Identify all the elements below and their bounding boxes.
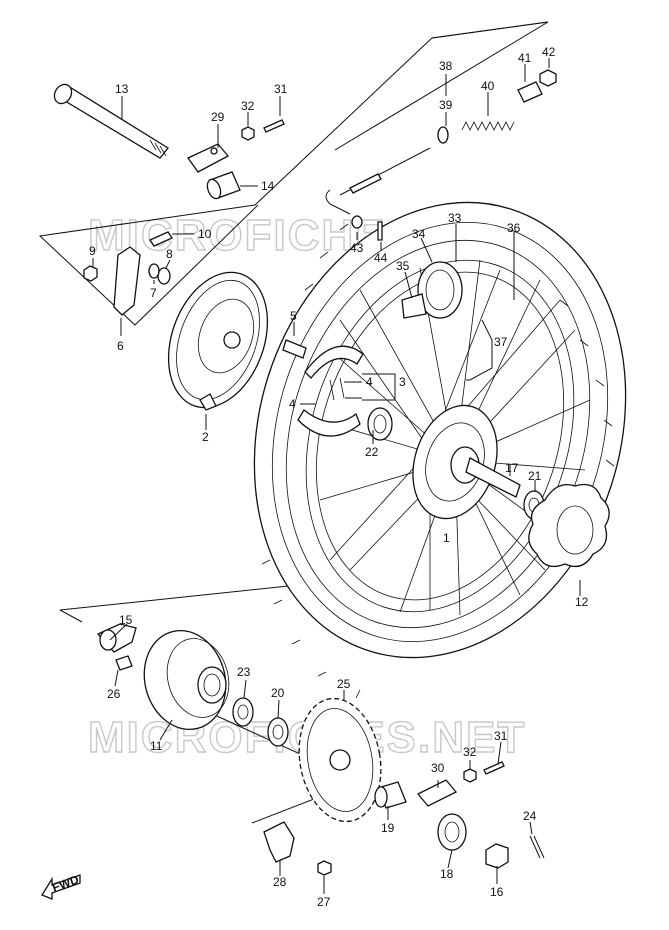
label-34: 34: [412, 227, 426, 241]
bearing-22: [367, 407, 393, 441]
brake-panel-2: [167, 271, 269, 411]
label-36: 36: [507, 221, 521, 235]
bolt-26: [115, 655, 133, 671]
label-24: 24: [523, 809, 537, 823]
sprocket-25: [298, 697, 382, 823]
washer-39: [437, 126, 449, 144]
label-2: 2: [202, 430, 209, 444]
label-32a: 32: [241, 99, 255, 113]
label-8: 8: [166, 247, 173, 261]
brake-rod-assembly: [325, 147, 431, 215]
label-23: 23: [237, 665, 251, 679]
label-31a: 31: [274, 82, 288, 96]
spacer-14: [206, 171, 241, 200]
spring-40: [461, 121, 515, 131]
label-7: 7: [150, 286, 157, 300]
nut-42: [539, 69, 557, 87]
label-4b: 4: [289, 397, 296, 411]
castle-nut-16: [485, 843, 509, 869]
label-4a: 4: [366, 375, 373, 389]
spacer-19: [374, 781, 407, 809]
label-19: 19: [381, 821, 395, 835]
label-13: 13: [115, 82, 129, 96]
bolt-31-bottom: [483, 761, 505, 775]
nut-27: [317, 860, 332, 876]
label-3: 3: [399, 375, 406, 389]
seal-20: [267, 717, 289, 747]
label-41: 41: [518, 51, 532, 65]
label-37: 37: [494, 335, 508, 349]
label-43: 43: [350, 241, 364, 255]
label-21: 21: [528, 469, 542, 483]
cotter-pin-24: [529, 835, 545, 859]
axle-bolt-13: [53, 83, 169, 159]
label-11: 11: [150, 739, 163, 753]
label-5: 5: [290, 309, 297, 323]
part-labels: 1 2 3 4 4 5 6 7 8 9 10 11 12 13 14 15 16…: [89, 45, 589, 909]
label-9: 9: [89, 244, 96, 258]
bearing-23: [232, 697, 254, 727]
washer-8: [157, 267, 171, 285]
sprocket-carrier-11: [143, 629, 230, 731]
label-39: 39: [439, 98, 453, 112]
nut-32-bottom: [463, 768, 477, 783]
label-6: 6: [117, 339, 124, 353]
label-30: 30: [431, 761, 445, 775]
label-44: 44: [374, 251, 388, 265]
tube-34: [417, 261, 463, 319]
label-38: 38: [439, 59, 453, 73]
joint-41: [517, 81, 543, 103]
chain-adjuster-29: [187, 143, 230, 173]
bolt-31-top: [263, 119, 285, 133]
label-33: 33: [448, 211, 462, 225]
bolt-15: [96, 623, 137, 653]
label-27: 27: [317, 895, 331, 909]
collar-18: [437, 813, 467, 851]
nut-32-top: [241, 126, 255, 141]
label-16: 16: [490, 885, 504, 899]
label-28: 28: [273, 875, 287, 889]
label-29: 29: [211, 110, 225, 124]
brake-cam-5: [282, 339, 307, 359]
fwd-label: FWD: [50, 872, 81, 895]
label-10: 10: [198, 227, 212, 241]
label-14: 14: [261, 179, 275, 193]
label-20: 20: [271, 686, 285, 700]
label-25: 25: [337, 677, 351, 691]
label-35: 35: [396, 259, 410, 273]
hub-damper-12: [528, 483, 610, 568]
label-42: 42: [542, 45, 556, 59]
brake-shoes-3: [297, 345, 364, 437]
label-18: 18: [440, 867, 454, 881]
label-26: 26: [107, 687, 121, 701]
label-40: 40: [481, 79, 495, 93]
pin-44: [377, 221, 383, 241]
bracket-28: [263, 821, 295, 863]
label-32b: 32: [463, 745, 477, 759]
fwd-arrow-icon: FWD: [41, 872, 81, 900]
label-1: 1: [443, 531, 450, 545]
leader-lines: [92, 58, 581, 894]
nut-9: [83, 265, 98, 282]
rim-band-35: [401, 293, 427, 319]
washer-43: [351, 215, 363, 229]
label-15: 15: [119, 613, 133, 627]
label-31b: 31: [494, 729, 508, 743]
chain-adjuster-30: [416, 779, 458, 807]
label-17: 17: [505, 461, 519, 475]
label-22: 22: [365, 445, 379, 459]
label-12: 12: [575, 595, 589, 609]
bolt-10: [149, 231, 173, 247]
torque-arm-6: [113, 246, 141, 316]
washer-7: [148, 263, 160, 279]
